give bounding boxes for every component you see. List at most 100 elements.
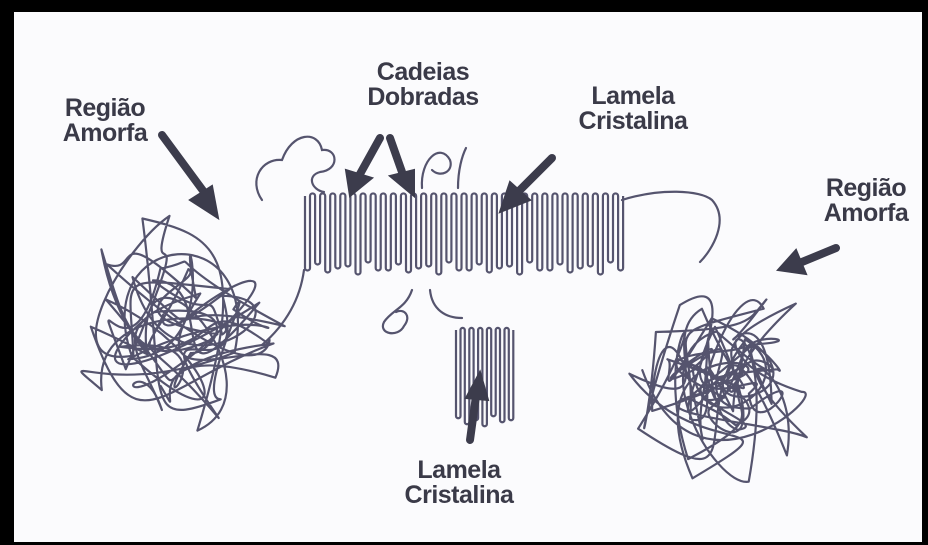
arrow-lamella-top (500, 158, 552, 212)
label-folded-chains: Cadeias Dobradas (348, 60, 498, 110)
chain-fold-top (469, 328, 473, 330)
loop-top-center-2 (458, 148, 466, 188)
chain-fold-top (401, 193, 406, 196)
chain-fold-top (361, 193, 366, 196)
amorphous-coil-right (629, 296, 806, 482)
chain-fold (509, 330, 514, 420)
tie-chain-right (622, 192, 720, 262)
chain-fold-top (583, 193, 588, 196)
label-crystalline-top: Lamela Cristalina (558, 84, 708, 134)
label-amorphous-right-line2: Amorfa (808, 201, 924, 226)
chain-fold-top (613, 193, 618, 196)
arrow-amorphous-right (778, 248, 836, 274)
chain-fold-top (552, 193, 557, 196)
chain-fold (457, 196, 462, 271)
chain-fold-top (340, 193, 345, 196)
label-crystalline-top-line1: Lamela (558, 84, 708, 109)
chain-fold-top (330, 193, 335, 196)
label-amorphous-right-line1: Região (808, 176, 924, 201)
chain-fold-top (431, 193, 436, 196)
chain-segment (629, 296, 806, 482)
chain-fold (558, 196, 563, 265)
chain-fold (315, 196, 320, 265)
chain-fold (366, 196, 371, 263)
chain-fold (376, 196, 381, 271)
chain-fold-top (505, 328, 509, 330)
chain-fold-top (532, 193, 537, 196)
label-folded-chains-line2: Dobradas (348, 85, 498, 110)
chain-fold-top (421, 193, 426, 196)
arrow-folded-chains-2 (390, 138, 414, 196)
chain-fold (305, 196, 310, 271)
chain-fold-top (542, 193, 547, 196)
chain-fold-top (492, 193, 497, 196)
chain-fold-top (573, 193, 578, 196)
chain-to-lower-lamella (430, 290, 462, 318)
chain-fold-top (391, 193, 396, 196)
chain-fold (517, 196, 522, 275)
chain-fold-top (310, 193, 315, 196)
label-folded-chains-line1: Cadeias (348, 60, 498, 85)
chain-fold-top (441, 193, 446, 196)
crystalline-lamella-top (305, 193, 623, 274)
chain-fold (568, 196, 573, 273)
chain-fold-top (371, 193, 376, 196)
chain-fold (537, 196, 542, 271)
loop-top-left (256, 137, 334, 200)
chain-fold (618, 196, 623, 271)
tie-chain-left (262, 270, 304, 345)
chain-fold-top (593, 193, 598, 196)
chain-fold (527, 196, 532, 263)
label-amorphous-left-line2: Amorfa (40, 121, 170, 146)
chain-fold (588, 196, 593, 267)
chain-fold-top (482, 193, 487, 196)
crystalline-lamella-bottom (456, 328, 513, 426)
label-crystalline-bottom-line2: Cristalina (384, 483, 534, 508)
chain-fold (396, 196, 401, 265)
chain-fold (491, 330, 496, 416)
chain-fold-top (381, 193, 386, 196)
chain-fold-top (487, 328, 491, 330)
chain-fold (335, 196, 340, 269)
chain-fold-top (478, 328, 482, 330)
chain-fold (456, 330, 461, 418)
label-crystalline-top-line2: Cristalina (558, 109, 708, 134)
chain-fold (598, 196, 603, 275)
chain-fold (345, 196, 350, 267)
chain-fold (416, 196, 421, 269)
arrow-amorphous-left (162, 135, 218, 218)
chain-fold (386, 196, 391, 271)
chain-fold-top (320, 193, 325, 196)
label-amorphous-left-line1: Região (40, 96, 170, 121)
chain-fold (406, 196, 411, 273)
chain-fold (325, 196, 330, 273)
label-crystalline-bottom-line1: Lamela (384, 458, 534, 483)
chain-fold (500, 330, 505, 422)
chain-fold (465, 330, 470, 424)
chain-fold-top (603, 193, 608, 196)
chain-fold-top (496, 328, 500, 330)
chain-fold-top (451, 193, 456, 196)
label-amorphous-right: Região Amorfa (808, 176, 924, 226)
chain-fold-top (472, 193, 477, 196)
chain-fold (426, 196, 431, 267)
chain-fold-top (461, 328, 465, 330)
chain-fold (446, 196, 451, 263)
chain-fold (356, 196, 361, 275)
chain-fold (436, 196, 441, 275)
label-amorphous-left: Região Amorfa (40, 96, 170, 146)
chain-fold-top (563, 193, 568, 196)
chain-fold (578, 196, 583, 269)
label-crystalline-bottom: Lamela Cristalina (384, 458, 534, 508)
chain-fold (482, 330, 487, 426)
loop-top-center (422, 153, 451, 188)
arrow-folded-chains-1 (346, 138, 380, 196)
chain-fold (477, 196, 482, 265)
chain-fold (487, 196, 492, 273)
chain-fold-top (462, 193, 467, 196)
chain-fold (547, 196, 552, 271)
chain-fold (467, 196, 472, 271)
loop-bottom-left (383, 290, 412, 333)
amorphous-coil-left (81, 216, 284, 431)
chain-fold (608, 196, 613, 263)
